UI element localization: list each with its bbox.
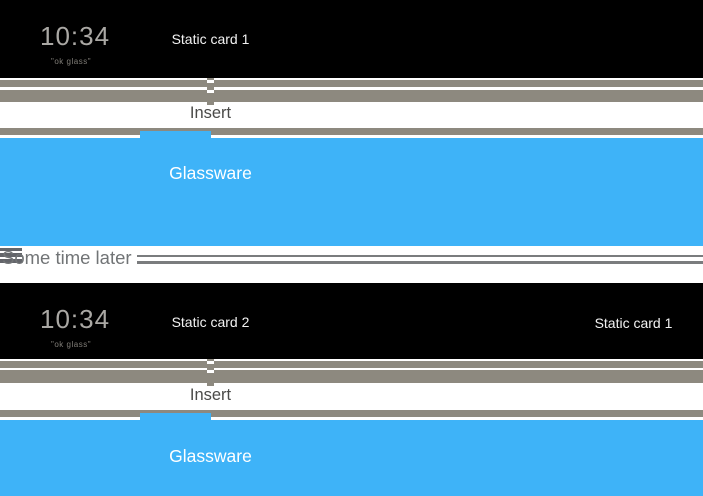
glassware-label: Glassware (169, 163, 252, 183)
static-card-2-label: Static card 2 (171, 314, 250, 330)
timeline-bar (0, 80, 703, 87)
insert-indicator-dash (207, 383, 214, 386)
timeline-bar (0, 409, 703, 417)
static-card-label: Static card 1 (171, 31, 250, 47)
insert-indicator-notch (207, 361, 214, 364)
insert-indicator-notch (207, 89, 214, 93)
timeline-bar (0, 361, 703, 368)
timeline-black-card-2: 10:34 "ok glass" Static card 2 Static ca… (0, 282, 703, 359)
timeline-black-card-1: 10:34 "ok glass" Static card 1 (0, 0, 703, 78)
insert-label: Insert (189, 385, 232, 404)
clock-text: 10:34 (40, 21, 111, 51)
insert-indicator-notch (207, 370, 214, 373)
insert-indicator-notch (207, 80, 214, 83)
glassware-label: Glassware (169, 446, 252, 466)
timeline-bar (0, 128, 703, 135)
divider-left-mark (0, 247, 22, 251)
divider-left-mark (0, 253, 22, 257)
divider-left-mark (0, 258, 22, 263)
divider-rule (137, 254, 703, 257)
glassware-card: Glassware (0, 419, 703, 496)
insert-indicator-dash (207, 87, 214, 90)
glassware-card-tab (140, 413, 211, 420)
insert-indicator-dash (207, 78, 214, 80)
clock-text: 10:34 (40, 303, 111, 334)
glassware-card-tab (140, 131, 211, 138)
some-time-later-label: Some time later (2, 247, 132, 268)
timeline-bar (0, 370, 703, 383)
static-card-1-label-right: Static card 1 (594, 314, 673, 331)
ok-glass-hint: "ok glass" (51, 57, 92, 66)
insert-indicator-dash (207, 102, 214, 105)
insert-label: Insert (189, 103, 232, 122)
ok-glass-hint: "ok glass" (51, 340, 92, 349)
divider-rule (137, 260, 703, 264)
insert-indicator-dash (207, 358, 214, 361)
glassware-card: Glassware (0, 138, 703, 246)
timeline-bar (0, 89, 703, 102)
insert-indicator-dash (207, 367, 214, 370)
